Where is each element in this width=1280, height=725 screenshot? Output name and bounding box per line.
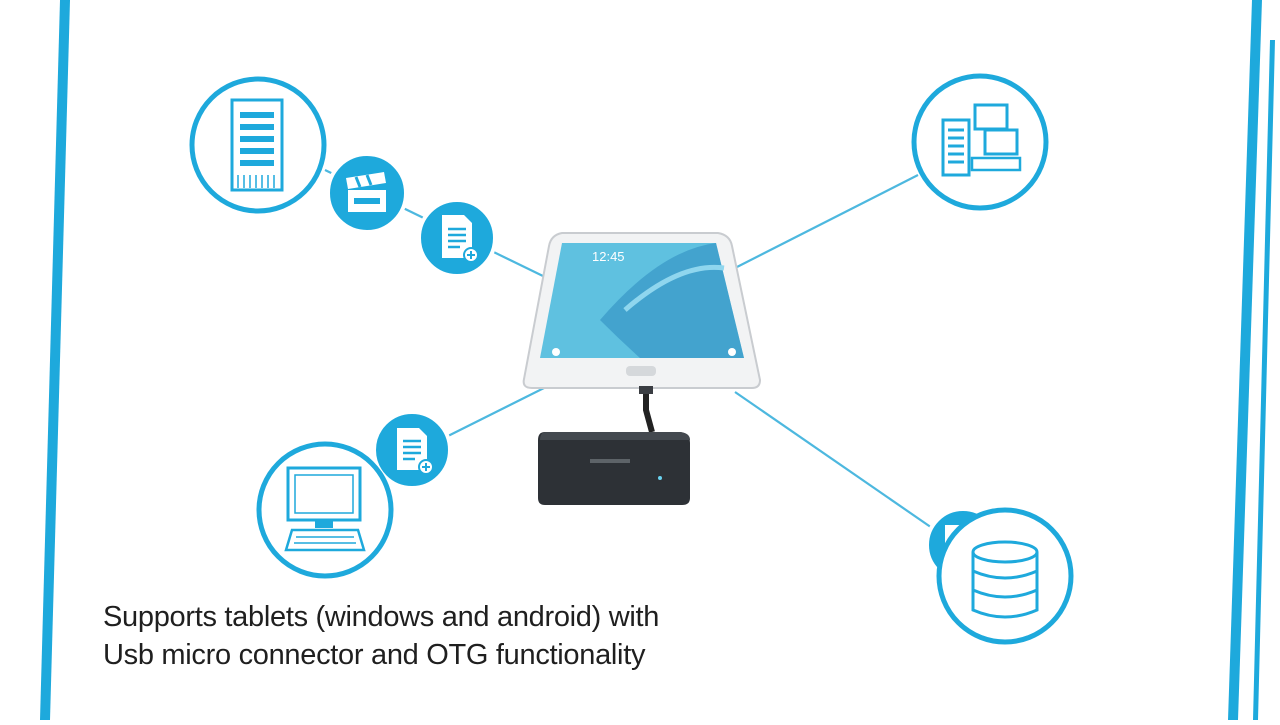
usb-cable xyxy=(639,386,655,433)
document-add-icon xyxy=(372,410,452,490)
clapperboard-icon xyxy=(326,152,408,234)
network-computers-icon xyxy=(911,73,1049,211)
caption-line-2: Usb micro connector and OTG functionalit… xyxy=(103,639,646,671)
caption: Supports tablets (windows and android) w… xyxy=(103,598,803,674)
document-add-icon xyxy=(417,198,497,278)
tablet-icon: 12:45 xyxy=(522,232,762,389)
caption-line-1: Supports tablets (windows and android) w… xyxy=(103,601,660,633)
frame-right xyxy=(1228,0,1275,720)
frame-left xyxy=(40,0,70,720)
tablet-clock: 12:45 xyxy=(592,249,625,264)
database-icon xyxy=(936,507,1074,645)
desktop-computer-icon xyxy=(256,441,394,579)
server-icon xyxy=(189,76,327,214)
card-reader-icon xyxy=(538,432,690,505)
